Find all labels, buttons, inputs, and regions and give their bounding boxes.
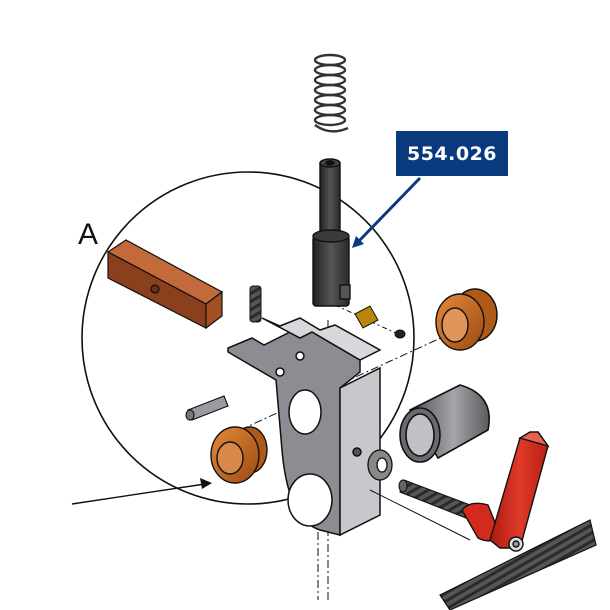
bronze-bushing-left-icon	[210, 426, 268, 484]
lead-screw-icon	[439, 519, 597, 610]
threaded-stud-icon	[398, 479, 471, 519]
square-nut-icon	[354, 305, 379, 329]
bronze-bushing-right-icon	[435, 288, 498, 351]
dowel-pin-icon	[185, 395, 229, 421]
part-number-callout: 554.026	[396, 131, 508, 176]
brass-block-icon	[106, 239, 224, 330]
shaft-part-icon	[312, 158, 351, 307]
part-number-label: 554.026	[406, 142, 498, 165]
clamping-lever-icon	[461, 431, 550, 552]
detail-label-a: A	[78, 218, 99, 251]
bracket-body-icon	[227, 317, 382, 537]
detail-circle	[81, 171, 415, 505]
small-screw-icon	[394, 329, 406, 339]
washer-icon	[367, 449, 393, 481]
set-screw-icon	[249, 285, 262, 323]
compression-spring-icon	[313, 53, 349, 133]
steel-sleeve-icon	[399, 384, 490, 463]
pointer-arrow	[71, 483, 206, 505]
callout-leader	[356, 176, 422, 244]
